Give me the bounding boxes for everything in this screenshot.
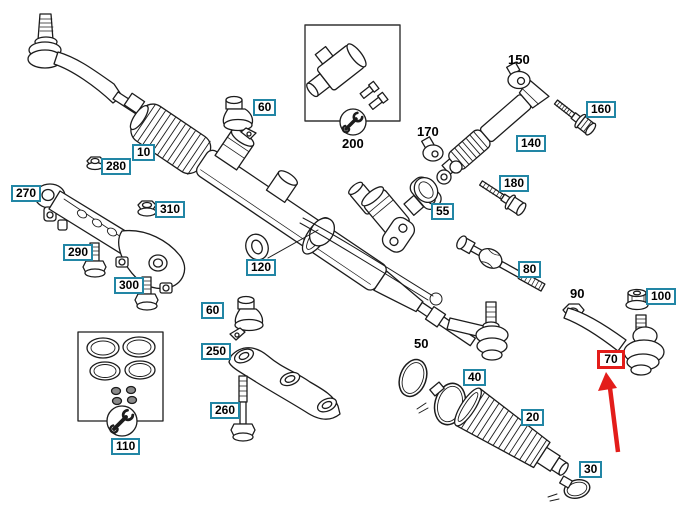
bolt-300-drawing	[134, 276, 159, 311]
oring-50-drawing	[398, 358, 428, 398]
part-label-110[interactable]: 110	[111, 438, 141, 455]
part-label-100[interactable]: 100	[646, 288, 677, 305]
highlight-arrow	[598, 372, 621, 453]
wrench-icon	[106, 405, 138, 437]
valve-body-drawing	[348, 181, 416, 253]
part-label-60-top[interactable]: 60	[253, 99, 277, 116]
part-label-55[interactable]: 55	[431, 203, 455, 220]
part-label-180[interactable]: 180	[499, 175, 530, 192]
part-label-90[interactable]: 90	[570, 286, 585, 301]
part-label-280[interactable]: 280	[101, 158, 132, 175]
part-label-250[interactable]: 250	[201, 343, 232, 360]
part-label-170[interactable]: 170	[417, 124, 439, 139]
part-label-50[interactable]: 50	[414, 336, 429, 351]
screw-150-drawing	[506, 61, 531, 90]
inner-tie-rod-80-drawing	[456, 235, 546, 292]
tie-rod-end-70-drawing	[563, 307, 665, 376]
part-label-270[interactable]: 270	[11, 185, 42, 202]
part-label-30[interactable]: 30	[579, 461, 603, 478]
clamp-30-drawing	[547, 475, 591, 502]
hydraulic-pipes-drawing	[299, 217, 443, 306]
nut-310-drawing	[137, 200, 157, 217]
part-label-10[interactable]: 10	[132, 144, 156, 161]
bolt-160-drawing	[553, 99, 597, 136]
ball-stud-right-drawing	[475, 301, 509, 361]
part-label-20[interactable]: 20	[521, 409, 545, 426]
part-label-60-bottom[interactable]: 60	[201, 302, 225, 319]
part-label-40[interactable]: 40	[463, 369, 487, 386]
part-label-290[interactable]: 290	[63, 244, 94, 261]
part-label-140[interactable]: 140	[516, 135, 547, 152]
part-label-160[interactable]: 160	[586, 101, 617, 118]
nut-100-drawing	[625, 288, 649, 311]
part-label-120[interactable]: 120	[246, 259, 277, 276]
bushing-60-top-drawing	[222, 95, 257, 140]
strap-250-drawing	[228, 347, 341, 420]
nut-280-drawing	[86, 156, 105, 171]
seal-55-drawing	[413, 176, 439, 204]
screw-170-drawing	[421, 136, 444, 162]
part-label-200[interactable]: 200	[342, 136, 364, 151]
wrench-icon	[339, 108, 367, 136]
bolt-260-drawing	[230, 375, 256, 442]
part-label-80[interactable]: 80	[518, 261, 542, 278]
pump-inset-drawing	[304, 24, 401, 136]
part-label-260[interactable]: 260	[210, 402, 241, 419]
steering-rack-drawing	[129, 103, 485, 347]
part-label-70-highlighted[interactable]: 70	[597, 350, 625, 369]
tie-rod-end-left-drawing	[27, 13, 153, 122]
part-label-300[interactable]: 300	[114, 277, 145, 294]
part-label-310[interactable]: 310	[155, 201, 186, 218]
bushing-60-bottom-drawing	[229, 295, 264, 341]
seal-kit-110-drawing	[77, 331, 164, 437]
boot-20-drawing	[454, 387, 569, 476]
bolt-180-drawing	[478, 180, 527, 216]
part-label-150[interactable]: 150	[508, 52, 530, 67]
